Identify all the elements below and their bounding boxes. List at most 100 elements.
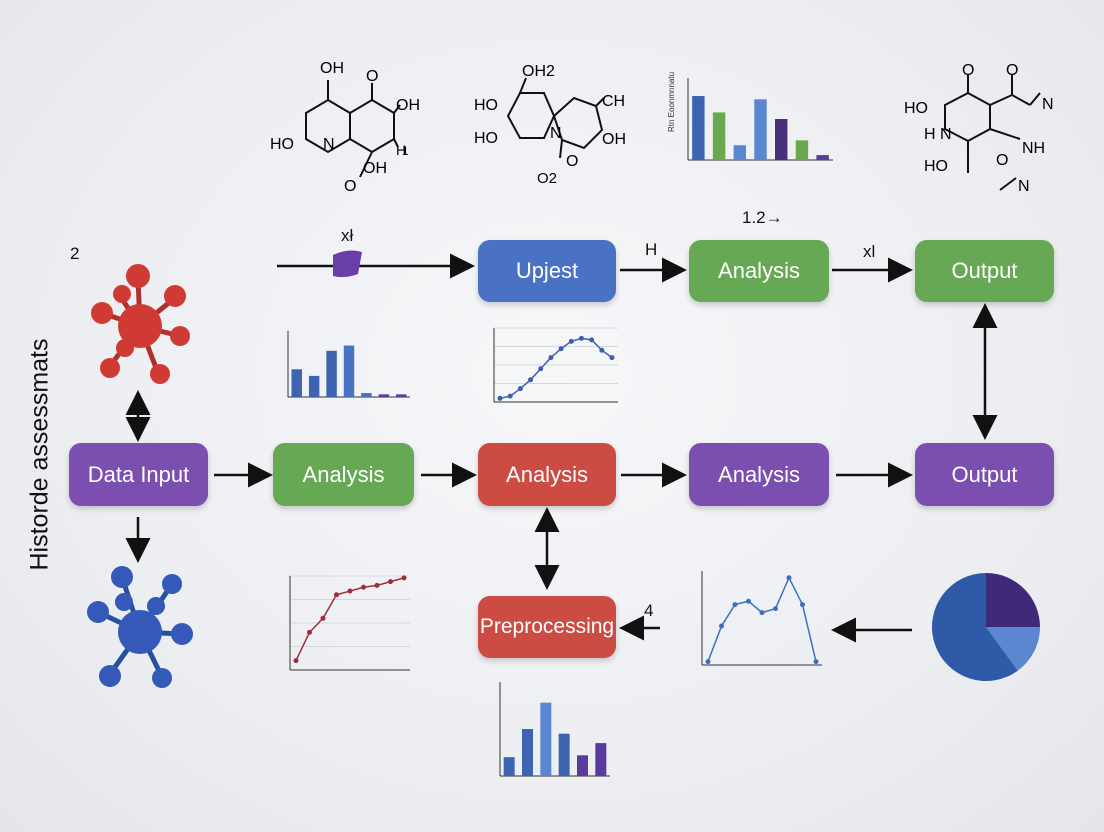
struct3-atom-ho: HO — [904, 100, 928, 117]
struct2-atom-ho-bottom: HO — [474, 130, 498, 147]
bar — [577, 755, 588, 776]
pie-slice — [986, 573, 1040, 627]
bar — [540, 702, 552, 776]
purple-tag-shape — [333, 250, 362, 278]
data-point — [759, 610, 765, 616]
data-point — [347, 588, 353, 594]
data-point — [374, 582, 380, 588]
label-xt: xł — [341, 226, 354, 245]
chemical-structure-2: OH2 HO CH HO N OH O O2 — [474, 63, 626, 187]
data-point — [388, 579, 393, 585]
series-line — [707, 575, 817, 662]
label-h: H — [645, 240, 658, 259]
data-point — [746, 598, 751, 604]
bar — [291, 369, 302, 397]
data-point — [719, 623, 724, 629]
data-point — [517, 386, 523, 392]
bar — [692, 96, 705, 160]
chemical-structure-1: OH O OH HO N H OH 1 O — [270, 60, 420, 195]
data-point — [609, 355, 615, 361]
node-upjest[interactable]: Upjest — [478, 240, 616, 302]
data-point — [528, 377, 534, 383]
struct3-atom-n-bottom: N — [1018, 178, 1030, 195]
bar — [795, 140, 809, 160]
struct3-atom-n: N — [940, 126, 952, 143]
struct2-atom-oh2: OH2 — [522, 63, 555, 80]
bar — [326, 350, 337, 397]
data-point — [507, 393, 513, 399]
bar — [754, 99, 767, 160]
data-point — [538, 366, 544, 372]
y-axis-label: Rtn Eoonmnnatua — [668, 72, 676, 132]
struct2-atom-ch: CH — [602, 93, 625, 110]
bar — [503, 757, 515, 776]
label-1-2: 1.2→ — [742, 208, 783, 227]
label-xl: xl — [863, 242, 876, 261]
bar — [343, 345, 355, 397]
pie-slice — [986, 627, 1040, 671]
bar — [733, 145, 746, 160]
label-2: 2 — [70, 244, 80, 263]
struct1-subscript: 1 — [402, 144, 409, 158]
bar — [378, 394, 390, 397]
line-chart-center — [493, 327, 618, 403]
struct2-atom-ho-top: HO — [474, 97, 498, 114]
node-analysis-mid-1[interactable]: Analysis — [273, 443, 414, 506]
struct1-atom-oh-bottom: OH — [363, 160, 387, 177]
struct3-atom-nh: NH — [1022, 140, 1045, 157]
data-point — [497, 395, 503, 401]
bar — [816, 155, 829, 160]
struct1-atom-o: O — [366, 68, 378, 85]
node-analysis-top[interactable]: Analysis — [689, 240, 829, 302]
node-output-mid[interactable]: Output — [915, 443, 1054, 506]
pie-chart — [932, 573, 1040, 681]
red-molecule — [91, 264, 190, 384]
blue-molecule — [87, 566, 193, 688]
data-point — [773, 606, 778, 612]
struct2-atom-o2: O2 — [537, 170, 557, 187]
bar — [558, 733, 570, 776]
data-point — [599, 347, 605, 353]
data-point — [401, 575, 407, 581]
bar — [712, 112, 726, 160]
bar — [595, 743, 607, 776]
bar-chart-bottom — [499, 682, 610, 777]
struct1-atom-h: H — [396, 142, 406, 158]
data-point — [813, 659, 819, 665]
label-4: 4 — [644, 601, 654, 620]
bar — [522, 729, 533, 776]
bar-chart-top: Rtn Eoonmnnatua — [668, 72, 833, 161]
struct1-atom-oh-right: OH — [396, 97, 420, 114]
node-preprocessing[interactable]: Preprocessing — [478, 596, 616, 658]
series-line — [499, 337, 613, 400]
struct1-atom-oh-top: OH — [320, 60, 344, 77]
struct3-atom-ho-bottom: HO — [924, 158, 948, 175]
bar — [361, 393, 372, 397]
struct2-atom-n: N — [550, 125, 562, 142]
struct1-atom-n: N — [323, 136, 335, 153]
struct1-atom-o-lower: O — [344, 178, 356, 195]
bar — [775, 119, 788, 160]
node-data-input[interactable]: Data Input — [69, 443, 208, 506]
struct2-atom-oh: OH — [602, 131, 626, 148]
bar — [396, 394, 407, 397]
data-point — [307, 629, 312, 635]
data-point — [568, 338, 574, 344]
data-point — [361, 584, 366, 590]
node-analysis-mid-2[interactable]: Analysis — [478, 443, 616, 506]
data-point — [558, 346, 564, 352]
data-point — [786, 575, 792, 581]
data-point — [578, 335, 584, 341]
node-output-top[interactable]: Output — [915, 240, 1054, 302]
struct3-atom-n-right: N — [1042, 96, 1054, 113]
bar — [308, 375, 320, 397]
data-point — [732, 602, 738, 608]
bar-chart-left — [287, 331, 410, 398]
struct2-atom-o: O — [566, 153, 578, 170]
data-point — [334, 592, 339, 598]
data-point — [589, 337, 595, 343]
data-point — [293, 658, 299, 664]
node-analysis-mid-3[interactable]: Analysis — [689, 443, 829, 506]
data-point — [705, 659, 711, 665]
